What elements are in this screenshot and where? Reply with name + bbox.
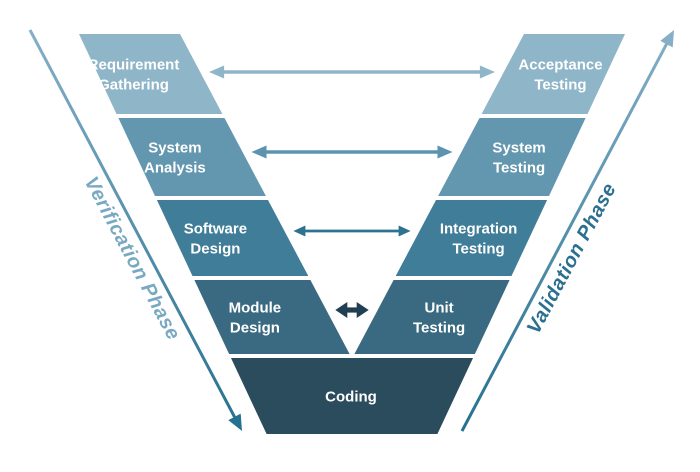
correspondence-arrow-4	[335, 302, 369, 318]
stage-left-software-design	[156, 200, 309, 276]
stage-label-line: Testing	[413, 320, 465, 337]
phase-axes-group	[28, 29, 674, 432]
stage-label-line: Testing	[493, 160, 545, 177]
axis-arrow-head-icon	[660, 30, 674, 48]
stage-label-line: System	[148, 140, 201, 157]
stage-base-coding	[231, 358, 473, 434]
arrow-head-right-icon	[398, 225, 411, 237]
verification-axis-arrow	[28, 29, 242, 431]
stage-label-line: Unit	[425, 300, 454, 317]
arrow-head-left-icon	[251, 145, 267, 159]
stage-label-line: Gathering	[98, 77, 169, 94]
arrow-head-right-icon	[437, 145, 453, 159]
stage-label-line: Software	[184, 221, 247, 238]
arrow-head-left-icon	[293, 225, 306, 237]
axis-arrow-head-icon	[228, 413, 242, 431]
stage-right-integration-testing	[395, 200, 548, 276]
arrow-head-right-icon	[479, 65, 495, 79]
stage-label-line: System	[492, 140, 545, 157]
stage-label-line: Design	[230, 320, 280, 337]
stage-label-line: Acceptance	[518, 57, 602, 74]
correspondence-arrows-group	[209, 65, 495, 318]
axis-line	[28, 29, 238, 421]
stage-left-requirement-gathering	[79, 34, 223, 114]
stage-right-unit-testing	[354, 280, 510, 354]
stage-left-system-analysis	[118, 118, 266, 196]
validation-axis-arrow	[460, 30, 674, 432]
stage-bands-group	[79, 34, 625, 434]
correspondence-arrow-2	[251, 145, 453, 159]
arrow-head-left-icon	[209, 65, 225, 79]
correspondence-arrow-1	[209, 65, 495, 79]
arrow-head-right-icon	[356, 302, 369, 318]
stage-label-line: Testing	[452, 241, 504, 258]
stage-label-line: Analysis	[144, 160, 206, 177]
stage-label-line: Module	[229, 300, 282, 317]
verification-phase-label: Verification Phase	[80, 173, 185, 344]
stage-label-line: Requirement	[88, 57, 180, 74]
stage-label-line: Testing	[534, 77, 586, 94]
stage-right-system-testing	[438, 118, 586, 196]
stage-label-coding: Coding	[325, 389, 377, 406]
arrow-head-left-icon	[335, 302, 348, 318]
correspondence-arrow-3	[293, 225, 411, 237]
axis-line	[460, 40, 670, 432]
stage-right-acceptance-testing	[481, 34, 625, 114]
stage-label-line: Design	[190, 241, 240, 258]
stage-left-module-design	[194, 280, 350, 354]
stage-label-line: Integration	[440, 221, 518, 238]
